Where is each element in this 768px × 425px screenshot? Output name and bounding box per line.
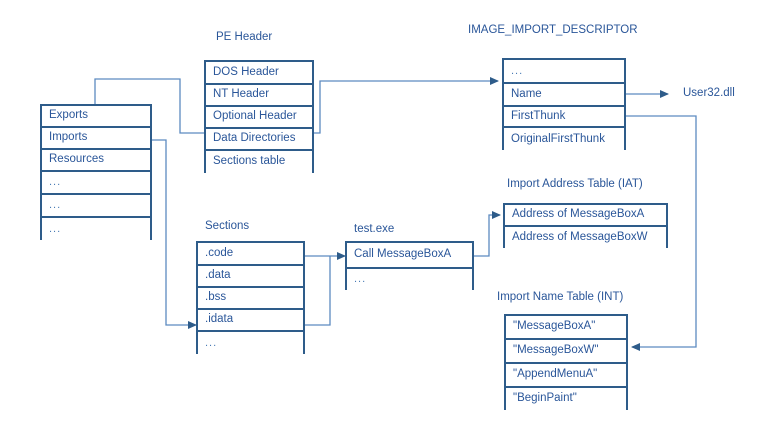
table-row[interactable]: ... [347, 269, 472, 290]
table-row[interactable]: .data [198, 266, 303, 288]
data-directories-table: Exports Imports Resources ... ... ... [40, 104, 152, 240]
table-row[interactable]: .idata [198, 310, 303, 332]
caption-image-import-descriptor: IMAGE_IMPORT_DESCRIPTOR [468, 24, 638, 36]
caption-sections: Sections [205, 220, 250, 232]
table-row[interactable]: "MessageBoxW" [506, 340, 626, 364]
caption-import-address-table: Import Address Table (IAT) [507, 178, 643, 190]
test-exe-table: Call MessageBoxA ... [345, 241, 474, 290]
caption-pe-header: PE Header [216, 31, 273, 43]
table-row[interactable]: ... [42, 172, 150, 195]
wire-idata-to-codeline [305, 256, 331, 326]
table-row[interactable]: FirstThunk [504, 107, 624, 128]
table-row[interactable]: "MessageBoxA" [506, 316, 626, 340]
table-row[interactable]: DOS Header [206, 62, 312, 85]
table-row[interactable]: .code [198, 243, 303, 266]
pe-header-table: DOS Header NT Header Optional Header Dat… [204, 60, 314, 173]
image-import-descriptor-table: ... Name FirstThunk OriginalFirstThunk [502, 58, 626, 152]
table-row[interactable]: ... [42, 195, 150, 218]
import-name-table: "MessageBoxA" "MessageBoxW" "AppendMenuA… [504, 314, 628, 410]
table-row[interactable]: Optional Header [206, 107, 312, 129]
table-row[interactable]: "AppendMenuA" [506, 364, 626, 388]
table-row[interactable]: ... [504, 60, 624, 84]
wire-imports-to-idata [152, 139, 197, 329]
table-row[interactable]: "BeginPaint" [506, 388, 626, 410]
label-user32-dll: User32.dll [683, 87, 735, 99]
table-row[interactable]: NT Header [206, 85, 312, 107]
caption-test-exe: test.exe [354, 223, 395, 235]
table-row[interactable]: Data Directories [206, 129, 312, 151]
table-row[interactable]: Name [504, 84, 624, 107]
import-address-table: Address of MessageBoxA Address of Messag… [503, 203, 668, 248]
table-row[interactable]: Exports [42, 106, 150, 128]
table-row[interactable]: OriginalFirstThunk [504, 128, 624, 152]
table-row[interactable]: Imports [42, 128, 150, 150]
table-row[interactable]: ... [42, 218, 150, 240]
table-row[interactable]: Address of MessageBoxW [505, 227, 666, 248]
table-row[interactable]: .bss [198, 288, 303, 310]
caption-import-name-table: Import Name Table (INT) [497, 291, 624, 303]
sections-table: .code .data .bss .idata ... [196, 241, 305, 354]
table-row[interactable]: Sections table [206, 151, 312, 173]
table-row[interactable]: Address of MessageBoxA [505, 205, 666, 227]
table-row[interactable]: ... [198, 332, 303, 354]
table-row[interactable]: Resources [42, 150, 150, 172]
table-row[interactable]: Call MessageBoxA [347, 243, 472, 269]
wire-callsite-to-iat [474, 211, 501, 257]
